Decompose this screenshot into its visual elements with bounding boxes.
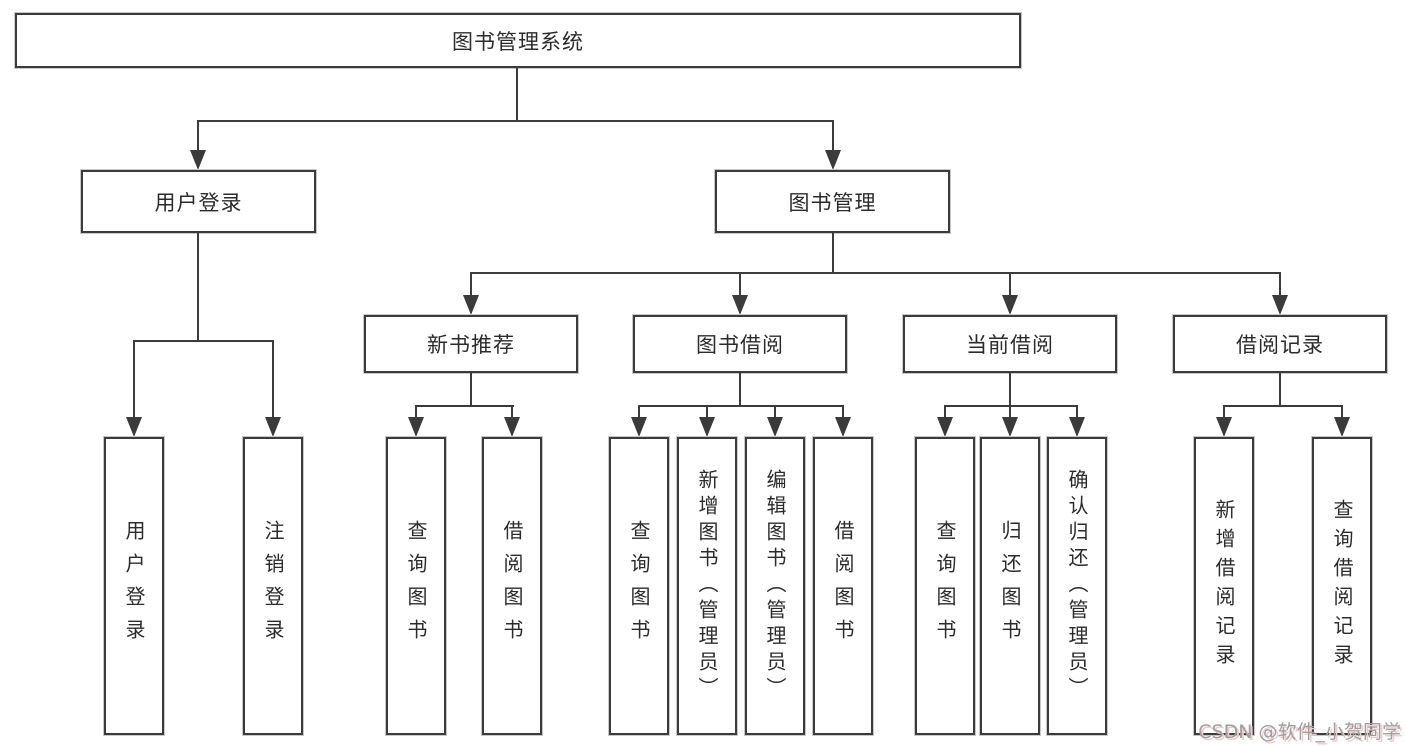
connector-line [944, 405, 1078, 407]
leaf-return-books-label: 归还图书 [998, 520, 1022, 652]
node-borrowing-records-label: 借阅记录 [1236, 333, 1324, 357]
leaf-query-borrow-record-label: 查询借阅记录 [1330, 499, 1354, 673]
connector-line [1009, 272, 1011, 295]
leaf-query-books-recommend: 查询图书 [386, 437, 446, 735]
connector-line [842, 405, 844, 417]
leaf-logout: 注销登录 [243, 437, 303, 735]
arrow-down-icon [732, 295, 748, 315]
leaf-user-login-label: 用户登录 [122, 520, 146, 652]
connector-line [739, 272, 741, 295]
connector-line [197, 233, 199, 340]
leaf-add-borrow-record-label: 新增借阅记录 [1212, 499, 1236, 673]
leaf-edit-books-admin: 编辑图书（管理员） [745, 437, 805, 735]
node-borrowing-records: 借阅记录 [1173, 315, 1387, 373]
leaf-logout-label: 注销登录 [261, 520, 285, 652]
arrow-down-icon [699, 417, 715, 437]
leaf-query-books-current: 查询图书 [915, 437, 975, 735]
leaf-query-books-borrowing-label: 查询图书 [627, 520, 651, 652]
leaf-borrow-books-borrowing-label: 借阅图书 [831, 520, 855, 652]
connector-line [739, 373, 741, 405]
leaf-query-books-borrowing: 查询图书 [609, 437, 669, 735]
connector-line [1009, 405, 1011, 417]
connector-line [197, 120, 199, 150]
node-book-management: 图书管理 [715, 170, 950, 233]
leaf-user-login: 用户登录 [104, 437, 164, 735]
arrow-down-icon [767, 417, 783, 437]
leaf-query-books-recommend-label: 查询图书 [404, 520, 428, 652]
arrow-down-icon [1002, 295, 1018, 315]
node-current-borrowing-label: 当前借阅 [966, 333, 1054, 357]
arrow-down-icon [631, 417, 647, 437]
connector-line [133, 340, 135, 417]
connector-line [1076, 405, 1078, 417]
arrow-down-icon [408, 417, 424, 437]
node-user-login-label: 用户登录 [154, 190, 243, 215]
leaf-borrow-books-recommend-label: 借阅图书 [500, 520, 524, 652]
arrow-down-icon [126, 417, 142, 437]
connector-line [1279, 272, 1281, 295]
node-root-label: 图书管理系统 [452, 29, 584, 54]
arrow-down-icon [265, 417, 281, 437]
connector-line [1009, 373, 1011, 405]
leaf-borrow-books-recommend: 借阅图书 [482, 437, 542, 735]
node-user-login: 用户登录 [81, 170, 316, 233]
connector-line [197, 120, 834, 122]
arrow-down-icon [937, 417, 953, 437]
arrow-down-icon [1002, 417, 1018, 437]
leaf-add-books-admin-label: 新增图书（管理员） [695, 469, 719, 703]
leaf-query-books-current-label: 查询图书 [933, 520, 957, 652]
node-new-book-recommend: 新书推荐 [364, 315, 578, 373]
connector-line [832, 233, 834, 272]
arrow-down-icon [1334, 417, 1350, 437]
node-root: 图书管理系统 [15, 13, 1021, 68]
arrow-down-icon [1069, 417, 1085, 437]
arrow-down-icon [1272, 295, 1288, 315]
arrow-down-icon [825, 150, 841, 170]
connector-line [133, 340, 274, 342]
leaf-borrow-books-borrowing: 借阅图书 [813, 437, 873, 735]
connector-line [944, 405, 946, 417]
csdn-watermark: CSDN @软件_小贺同学 [1198, 721, 1401, 743]
arrow-down-icon [504, 417, 520, 437]
leaf-add-borrow-record: 新增借阅记录 [1194, 437, 1254, 735]
leaf-return-books: 归还图书 [980, 437, 1040, 735]
leaf-confirm-return-admin-label: 确认归还（管理员） [1065, 469, 1089, 703]
node-current-borrowing: 当前借阅 [903, 315, 1117, 373]
node-new-book-recommend-label: 新书推荐 [427, 333, 515, 357]
node-book-borrowing-label: 图书借阅 [696, 333, 784, 357]
connector-line [470, 272, 1281, 274]
leaf-query-borrow-record: 查询借阅记录 [1312, 437, 1372, 735]
leaf-confirm-return-admin: 确认归还（管理员） [1047, 437, 1107, 735]
node-book-borrowing: 图书借阅 [633, 315, 847, 373]
connector-line [706, 405, 708, 417]
arrow-down-icon [835, 417, 851, 437]
connector-line [272, 340, 274, 417]
connector-line [1223, 405, 1343, 407]
connector-line [415, 405, 514, 407]
leaf-edit-books-admin-label: 编辑图书（管理员） [763, 469, 787, 703]
arrow-down-icon [463, 295, 479, 315]
connector-line [470, 272, 472, 295]
arrow-down-icon [190, 150, 206, 170]
connector-line [1341, 405, 1343, 417]
arrow-down-icon [1216, 417, 1232, 437]
connector-line [774, 405, 776, 417]
node-book-management-label: 图书管理 [788, 190, 877, 215]
connector-line [470, 373, 472, 405]
connector-line [511, 405, 513, 417]
connector-line [1223, 405, 1225, 417]
leaf-add-books-admin: 新增图书（管理员） [677, 437, 737, 735]
connector-line [516, 68, 518, 120]
connector-line [638, 405, 844, 407]
connector-line [415, 405, 417, 417]
connector-line [638, 405, 640, 417]
connector-line [832, 120, 834, 150]
connector-line [1279, 373, 1281, 405]
